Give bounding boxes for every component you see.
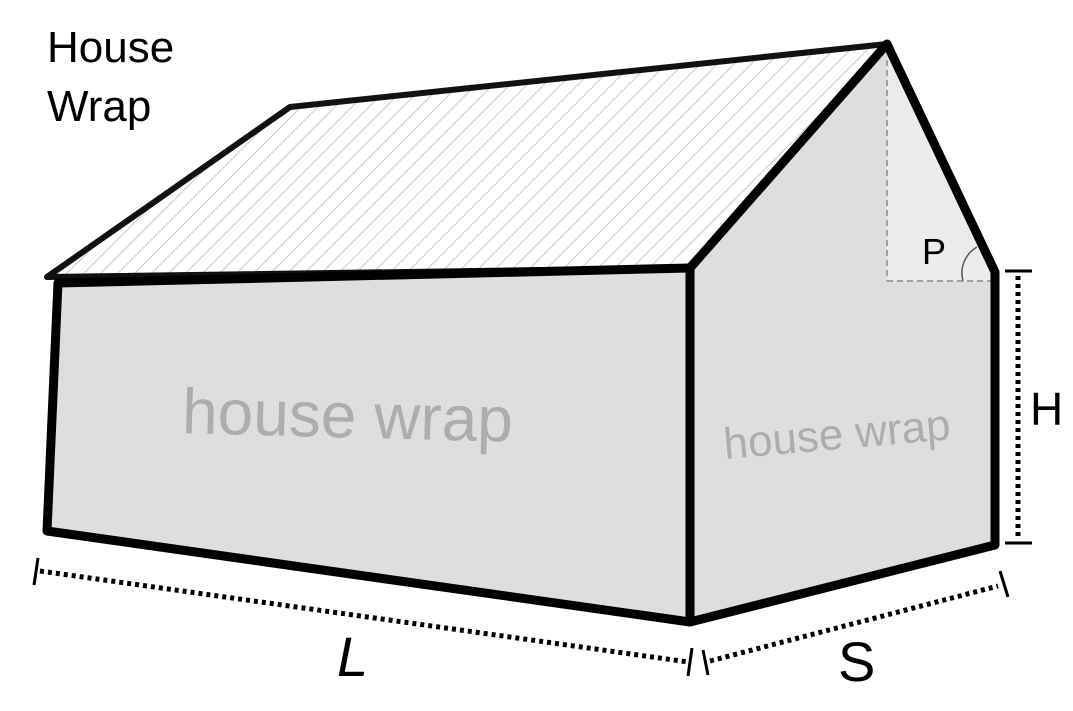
- front-wall: [42, 263, 695, 627]
- front-wall-label: house wrap: [181, 375, 514, 456]
- height-dimension: [1005, 269, 1032, 545]
- title-line-2: Wrap: [47, 82, 151, 131]
- pitch-label: P: [922, 231, 946, 272]
- pitch-angle-arc: [961, 246, 978, 282]
- length-dimension: [32, 557, 694, 677]
- side-label: S: [838, 630, 875, 693]
- side-wall-outline: [686, 39, 1000, 627]
- side-dimension: [701, 570, 1010, 676]
- title-line-1: House: [47, 23, 174, 72]
- length-label: L: [337, 625, 368, 688]
- height-label: H: [1030, 383, 1063, 435]
